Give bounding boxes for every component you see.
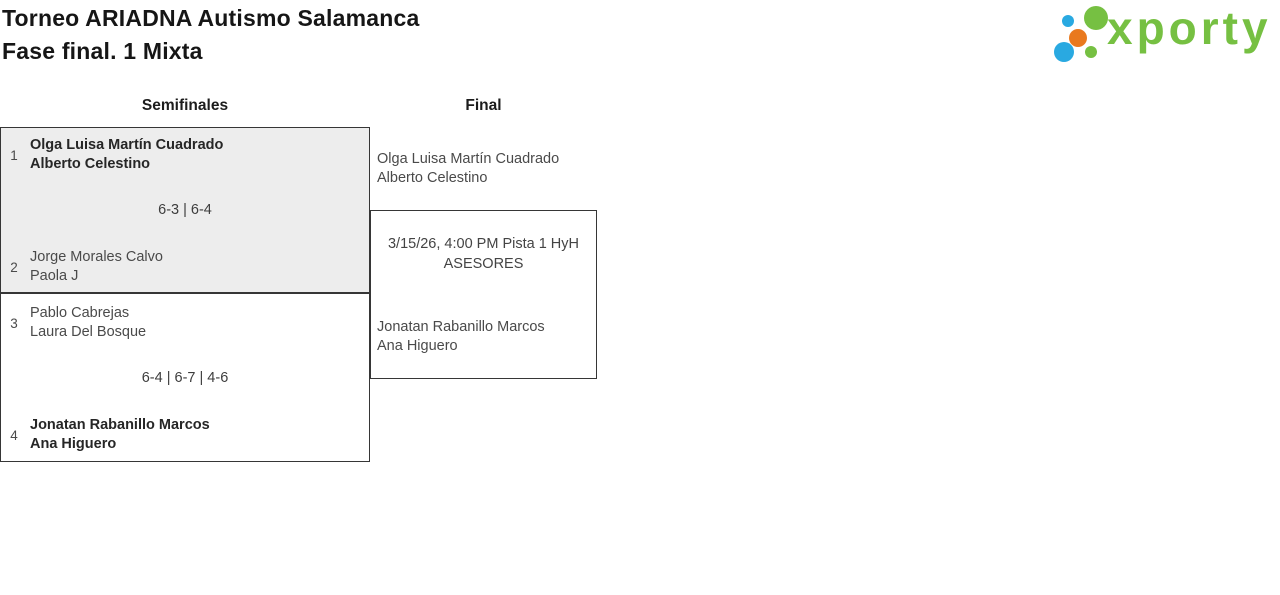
player-name: Ana Higuero [377, 338, 458, 354]
player-name: Jonatan Rabanillo Marcos [377, 319, 545, 335]
team-row: 4 Jonatan Rabanillo Marcos Ana Higuero [7, 416, 210, 454]
round-header-final: Final [465, 97, 502, 114]
player-name: Alberto Celestino [30, 156, 151, 172]
seed-number: 2 [10, 259, 18, 275]
match-score: 6-4 | 6-7 | 4-6 [141, 370, 229, 386]
team-players: Jorge Morales Calvo Paola J [30, 248, 163, 286]
player-name: Jonatan Rabanillo Marcos [30, 417, 210, 433]
match-score: 6-3 | 6-4 [158, 202, 212, 218]
player-name: Ana Higuero [30, 436, 117, 452]
seed-number: 4 [10, 427, 18, 443]
player-name: Pablo Cabrejas [30, 305, 130, 321]
schedule-court-sponsor: ASESORES [443, 255, 524, 272]
player-name: Paola J [30, 268, 79, 284]
final-team-bottom: Jonatan Rabanillo Marcos Ana Higuero [377, 318, 545, 356]
semifinal-match-1[interactable]: 1 Olga Luisa Martín Cuadrado Alberto Cel… [0, 127, 370, 293]
team-row: 1 Olga Luisa Martín Cuadrado Alberto Cel… [7, 136, 223, 174]
xporty-logo[interactable]: xporty [1050, 0, 1280, 70]
logo-wordmark: xporty [1107, 2, 1272, 54]
final-team-top: Olga Luisa Martín Cuadrado Alberto Celes… [377, 150, 559, 188]
phase-name: Fase final. 1 Mixta [2, 38, 203, 64]
logo-dot-green-small-icon [1085, 46, 1097, 58]
player-name: Olga Luisa Martín Cuadrado [377, 151, 560, 167]
seed-number: 1 [10, 147, 18, 163]
schedule-datetime-court: 3/15/26, 4:00 PM Pista 1 HyH [387, 236, 579, 252]
round-header-semifinales: Semifinales [141, 97, 229, 114]
logo-dot-green-big-icon [1084, 6, 1108, 30]
logo-dot-blue-small-icon [1062, 15, 1074, 27]
page-title: Torneo ARIADNA Autismo Salamanca Fase fi… [2, 2, 419, 68]
semifinal-match-2[interactable]: 3 Pablo Cabrejas Laura Del Bosque 6-4 | … [0, 293, 370, 462]
team-players: Olga Luisa Martín Cuadrado Alberto Celes… [30, 136, 223, 174]
player-name: Laura Del Bosque [30, 324, 147, 340]
team-row: 2 Jorge Morales Calvo Paola J [7, 248, 163, 286]
logo-dot-orange-icon [1069, 29, 1087, 47]
seed-number: 3 [10, 315, 18, 331]
team-row: 3 Pablo Cabrejas Laura Del Bosque [7, 304, 146, 342]
player-name: Alberto Celestino [377, 170, 488, 186]
match-schedule: 3/15/26, 4:00 PM Pista 1 HyH ASESORES [371, 235, 596, 274]
tournament-name: Torneo ARIADNA Autismo Salamanca [2, 5, 420, 31]
logo-dot-blue-big-icon [1054, 42, 1074, 62]
player-name: Jorge Morales Calvo [30, 249, 163, 265]
player-name: Olga Luisa Martín Cuadrado [30, 137, 224, 153]
final-match[interactable]: 3/15/26, 4:00 PM Pista 1 HyH ASESORES Jo… [370, 210, 597, 379]
team-players: Jonatan Rabanillo Marcos Ana Higuero [30, 416, 210, 454]
team-players: Pablo Cabrejas Laura Del Bosque [30, 304, 146, 342]
